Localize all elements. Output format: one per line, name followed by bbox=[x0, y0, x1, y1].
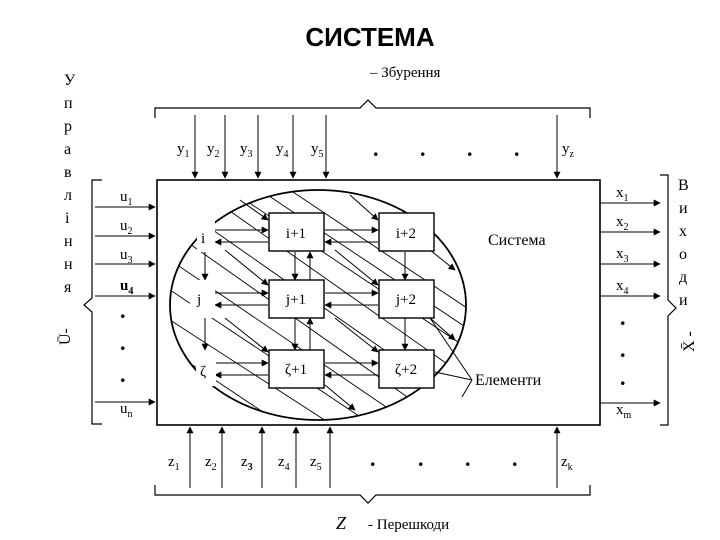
element-cell-j-plus-1: j+1 bbox=[268, 279, 325, 319]
control-arrows bbox=[95, 203, 156, 406]
svg-text:.: . bbox=[467, 136, 473, 161]
svg-text:і: і bbox=[65, 210, 70, 227]
svg-text:У: У bbox=[64, 72, 76, 89]
system-label: Система bbox=[488, 232, 546, 249]
svg-text:u2: u2 bbox=[120, 218, 133, 237]
svg-text:y3: y3 bbox=[240, 141, 253, 160]
svg-text:x2: x2 bbox=[616, 214, 629, 233]
elements-pointers bbox=[429, 317, 473, 398]
svg-text:н: н bbox=[64, 256, 73, 273]
svg-text:.: . bbox=[620, 337, 626, 362]
svg-text:.: . bbox=[512, 446, 518, 471]
svg-text:u3: u3 bbox=[120, 247, 133, 266]
element-connections bbox=[201, 194, 456, 411]
svg-text:yz: yz bbox=[562, 141, 575, 160]
svg-text:.: . bbox=[120, 330, 126, 355]
svg-text:д: д bbox=[679, 269, 687, 286]
svg-text:i: i bbox=[201, 231, 205, 247]
svg-text:.: . bbox=[420, 136, 426, 161]
element-cell-zeta-plus-1: ζ+1 bbox=[268, 349, 325, 389]
svg-text:и: и bbox=[679, 292, 688, 309]
svg-text:и: и bbox=[679, 200, 688, 217]
svg-text:xm: xm bbox=[616, 402, 632, 421]
svg-text:а: а bbox=[64, 141, 71, 158]
svg-text:j+1: j+1 bbox=[285, 292, 306, 308]
svg-text:y4: y4 bbox=[276, 141, 289, 160]
control-labels: u1 u2 u3 u4 un . . . bbox=[120, 189, 133, 420]
output-arrows bbox=[600, 199, 661, 407]
svg-text:ζ+2: ζ+2 bbox=[395, 362, 417, 378]
element-cell-j-plus-2: j+2 bbox=[378, 279, 435, 319]
svg-text:л: л bbox=[64, 187, 72, 204]
svg-text:y2: y2 bbox=[207, 141, 220, 160]
svg-text:x3: x3 bbox=[616, 246, 629, 265]
page-title: СИСТЕМА bbox=[305, 22, 435, 52]
svg-text:.: . bbox=[465, 446, 471, 471]
svg-text:zk: zk bbox=[561, 454, 573, 473]
svg-text:j: j bbox=[196, 292, 201, 308]
disturbance-arrows bbox=[191, 115, 561, 179]
svg-text:р: р bbox=[64, 118, 72, 135]
noise-arrows bbox=[186, 426, 561, 488]
svg-text:ζ+1: ζ+1 bbox=[285, 362, 307, 378]
svg-text:.: . bbox=[120, 362, 126, 387]
svg-text:ζ: ζ bbox=[200, 364, 206, 380]
disturbances-caption: – Збурення bbox=[369, 65, 441, 81]
svg-text:о: о bbox=[679, 246, 687, 263]
svg-text:x1: x1 bbox=[616, 185, 629, 204]
controls-vector-symbol: Ū- bbox=[57, 328, 74, 345]
noise-vector-symbol: Z⃗ bbox=[336, 513, 360, 533]
svg-text:.: . bbox=[418, 446, 424, 471]
svg-text:j+2: j+2 bbox=[395, 292, 416, 308]
svg-text:н: н bbox=[64, 233, 73, 250]
svg-text:z1: z1 bbox=[168, 454, 180, 473]
controls-vertical-label: У п р а в л і н н я bbox=[64, 72, 76, 296]
output-labels: x1 x2 x3 x4 xm . . . bbox=[616, 185, 632, 421]
svg-text:y1: y1 bbox=[177, 141, 190, 160]
svg-text:х: х bbox=[679, 223, 687, 240]
svg-text:.: . bbox=[620, 365, 626, 390]
svg-text:.: . bbox=[120, 298, 126, 323]
element-cell-zeta: ζ bbox=[196, 352, 216, 386]
svg-text:u4: u4 bbox=[120, 278, 133, 297]
svg-text:я: я bbox=[64, 279, 72, 296]
element-cell-j: j bbox=[190, 280, 215, 318]
svg-text:y5: y5 bbox=[311, 141, 324, 160]
noise-brace bbox=[154, 485, 591, 504]
svg-text:un: un bbox=[120, 401, 133, 420]
svg-text:z4: z4 bbox=[278, 454, 290, 473]
svg-text:z5: z5 bbox=[310, 454, 322, 473]
noise-caption: - Перешкоди bbox=[368, 517, 449, 533]
outputs-vertical-label: В и х о д и bbox=[678, 177, 689, 309]
system-box bbox=[156, 179, 601, 426]
svg-text:В: В bbox=[678, 177, 689, 194]
outputs-brace bbox=[660, 174, 677, 426]
svg-text:i+1: i+1 bbox=[286, 226, 306, 242]
svg-text:п: п bbox=[64, 95, 73, 112]
controls-brace bbox=[83, 179, 102, 425]
svg-text:.: . bbox=[370, 446, 376, 471]
svg-text:z3: z3 bbox=[241, 454, 253, 473]
element-cell-i-plus-1: i+1 bbox=[268, 212, 325, 252]
noise-labels: z1 z2 z3 z4 z5 zk . . . . bbox=[168, 446, 573, 473]
element-cell-i-1-1: i bbox=[197, 218, 215, 252]
svg-text:x4: x4 bbox=[616, 278, 629, 297]
svg-text:в: в bbox=[64, 164, 72, 181]
svg-text:.: . bbox=[373, 136, 379, 161]
disturbances-brace bbox=[154, 99, 591, 118]
svg-text:z2: z2 bbox=[205, 454, 217, 473]
element-cell-i-plus-2: i+2 bbox=[378, 212, 435, 252]
svg-text:u1: u1 bbox=[120, 189, 133, 208]
svg-text:.: . bbox=[620, 305, 626, 330]
svg-text:.: . bbox=[514, 136, 520, 161]
elements-label: Елементи bbox=[475, 372, 542, 389]
disturbance-labels: y1 y2 y3 y4 y5 yz . . . . bbox=[177, 136, 575, 161]
svg-text:i+2: i+2 bbox=[396, 226, 416, 242]
element-cell-zeta-plus-2: ζ+2 bbox=[378, 349, 435, 389]
outputs-vector-symbol: X̄ - bbox=[681, 331, 698, 352]
